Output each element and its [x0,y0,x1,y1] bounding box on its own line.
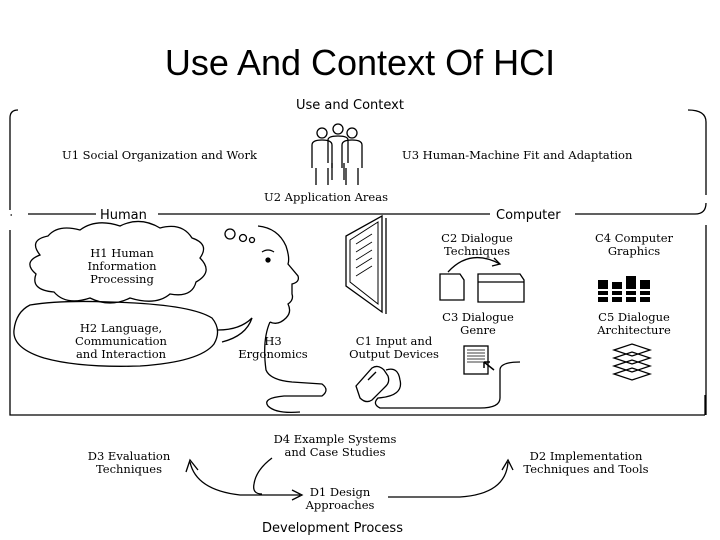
frame-lines [9,109,707,416]
u1-label: U1 Social Organization and Work [62,148,257,162]
thought-dots [224,228,256,244]
human-head-profile [257,225,327,414]
speech-bubble-h2 [13,300,253,367]
u2-label: U2 Application Areas [264,190,388,204]
thought-cloud-h1 [29,220,207,304]
people-icon [311,123,363,185]
dialogue-windows-icon [439,256,525,303]
u3-label: U3 Human-Machine Fit and Adaptation [402,148,633,162]
slide-title: Use And Context Of HCI [164,42,556,83]
computer-graphics-icon [596,276,656,302]
computer-heading: Computer [496,208,561,223]
mouse-icon [355,361,521,409]
use-context-heading: Use and Context [296,98,404,113]
human-heading: Human [100,208,147,223]
development-cycle-arrows [185,457,514,501]
computer-monitor-icon [345,214,387,314]
development-heading: Development Process [262,521,403,536]
dialogue-architecture-layers-icon [611,343,653,381]
dialogue-genre-screen-icon [463,345,495,375]
